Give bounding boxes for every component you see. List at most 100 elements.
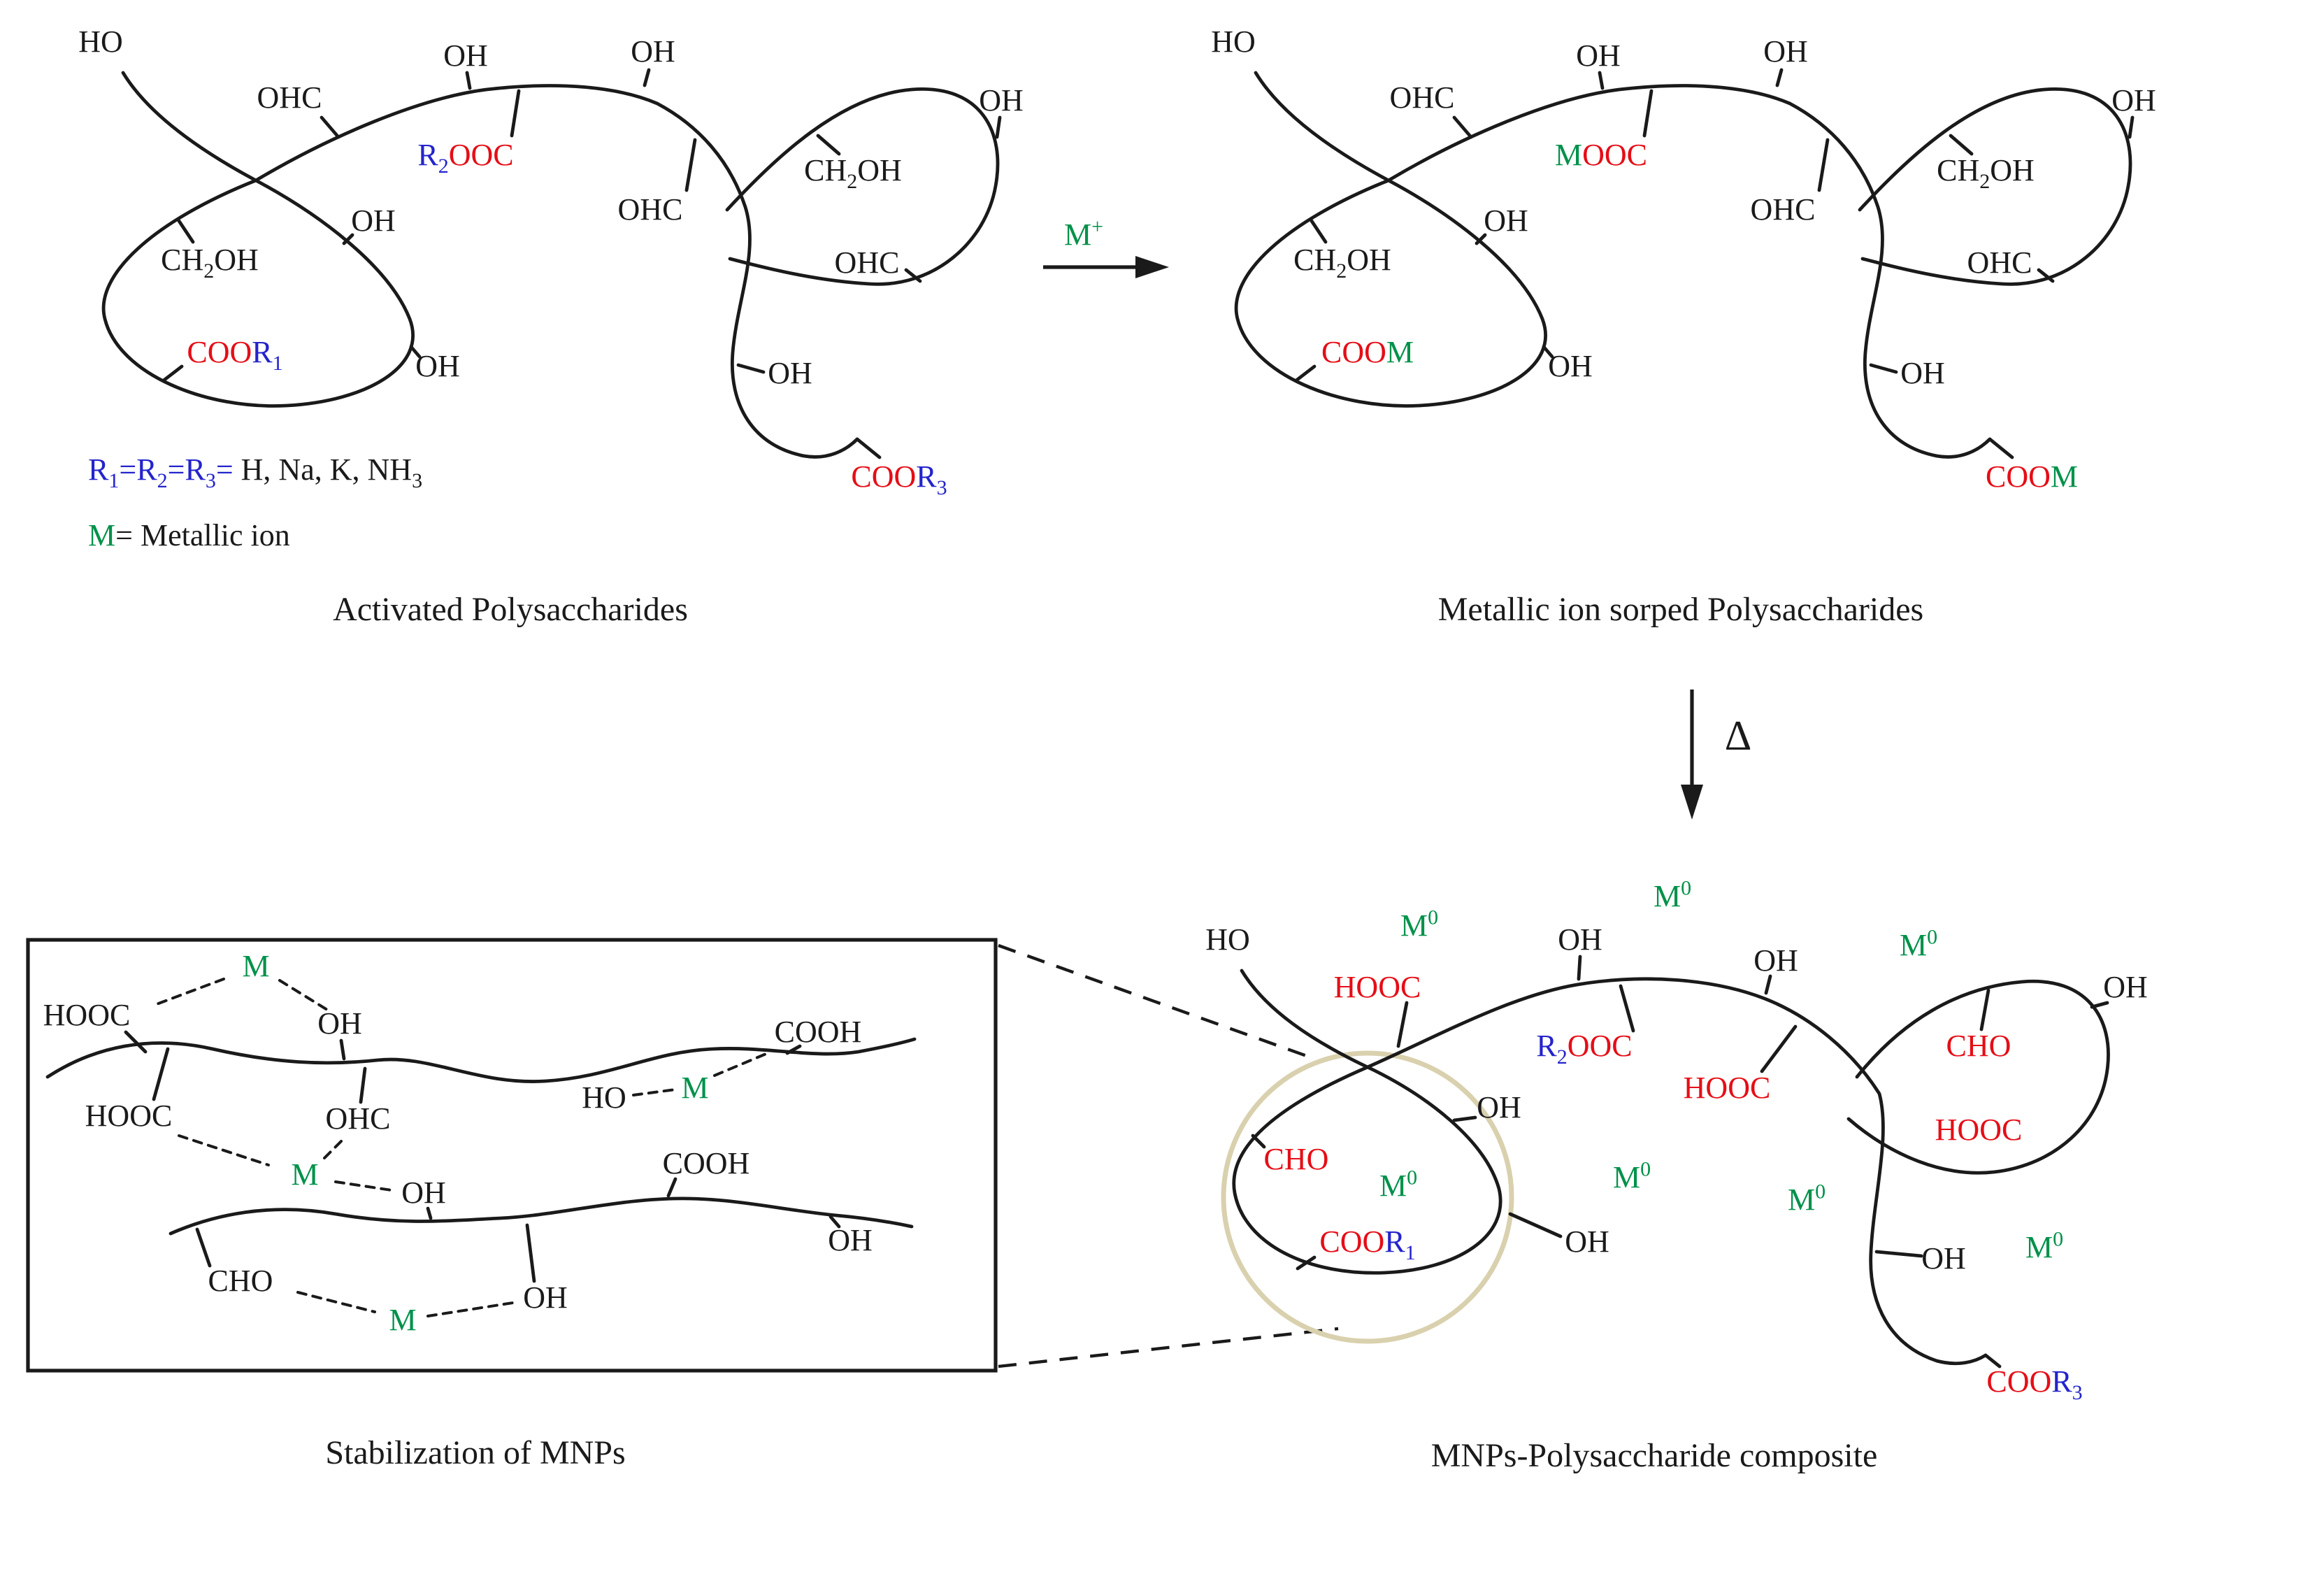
bond-tick — [409, 345, 422, 359]
metal-coordination-bonds — [155, 978, 769, 1317]
chain-a-path — [45, 1037, 917, 1083]
label-mooc: MOOC — [1554, 137, 1648, 172]
label-oh: OH — [523, 1280, 568, 1315]
m-plus-arrow — [1043, 256, 1169, 278]
label-oh: OH — [1558, 922, 1602, 957]
zoom-connector-lines — [998, 943, 1339, 1369]
bond-tick — [1577, 955, 1582, 981]
composite-structure — [1221, 955, 2110, 1369]
label-m0: M0 — [1379, 1167, 1418, 1203]
bond-tick — [855, 437, 882, 459]
bond-tick — [525, 1223, 536, 1283]
label-cho: CHO — [208, 1263, 273, 1298]
bond-tick — [1508, 1212, 1563, 1238]
label-hooc: HOOC — [85, 1098, 173, 1133]
label-hooc: HOOC — [43, 997, 131, 1032]
label-m0: M0 — [1653, 878, 1692, 913]
label-oh: OH — [1921, 1241, 1966, 1276]
label-r1r2r3hnaknh3: R1=R2=R3= H, Na, K, NH3 — [88, 452, 423, 493]
bond-tick — [342, 233, 354, 245]
bond-tick — [1984, 1353, 2002, 1369]
bond-tick — [816, 134, 841, 156]
bond-tick — [152, 1047, 170, 1101]
bond-tick — [1764, 974, 1772, 995]
label-ohc: OHC — [257, 80, 322, 115]
label-r2ooc: R2OOC — [1536, 1028, 1633, 1069]
dashed-bond — [632, 1088, 677, 1096]
label-ohc: OHC — [325, 1101, 391, 1136]
label-ohc: OHC — [1750, 192, 1816, 227]
zoom-connector-top — [998, 943, 1315, 1061]
bond-tick — [785, 1044, 802, 1055]
bond-tick — [339, 1038, 346, 1061]
polysaccharide-chain — [101, 68, 1002, 459]
label-hooc: HOOC — [1333, 969, 1421, 1004]
highlight-circle — [1221, 1050, 1514, 1344]
label-m: M — [291, 1157, 319, 1192]
label-coor1: COOR1 — [187, 334, 283, 376]
bond-tick — [684, 138, 697, 192]
label-oh: OH — [828, 1222, 873, 1257]
label-oh: OH — [351, 203, 396, 238]
label-oh: OH — [401, 1175, 446, 1210]
bond-tick — [320, 115, 340, 139]
label-ohc: OHC — [1389, 80, 1455, 115]
dashed-bond — [713, 1052, 769, 1077]
bond-tick — [736, 363, 766, 374]
label-m: M+ — [1063, 216, 1104, 252]
arrowhead — [1135, 256, 1169, 278]
label-r2ooc: R2OOC — [417, 137, 514, 178]
label-m0: M0 — [1787, 1181, 1826, 1217]
label-oh: OH — [1753, 943, 1798, 978]
bond-tick — [1251, 1134, 1266, 1149]
label-oh: OH — [979, 83, 1024, 117]
bond-tick — [510, 89, 521, 138]
dashed-bond — [178, 1134, 270, 1166]
bond-tick — [1452, 1115, 1477, 1122]
dashed-bond — [323, 1136, 347, 1159]
label-ohc: OHC — [617, 192, 683, 227]
bond-tick — [195, 1227, 212, 1268]
label-ho: HO — [1211, 24, 1256, 59]
label-ohc: OHC — [834, 245, 900, 280]
label-cho: CHO — [1946, 1028, 2011, 1063]
label-ch2oh: CH2OH — [1937, 152, 2035, 194]
label-oh: OH — [1548, 348, 1593, 383]
bond-tick — [1874, 1250, 1923, 1258]
bond-tick — [1979, 988, 1991, 1031]
bond-tick — [995, 115, 1002, 139]
label-oh: OH — [768, 355, 812, 390]
label-coor1: COOR1 — [1319, 1224, 1416, 1265]
label-oh: OH — [317, 1006, 362, 1041]
label-mmetallicion: M= Metallic ion — [88, 517, 290, 552]
bond-tick — [666, 1177, 677, 1198]
bond-tick — [1396, 1001, 1409, 1048]
label-cho: CHO — [1263, 1141, 1329, 1176]
label-hooc: HOOC — [1935, 1112, 2023, 1147]
delta-arrow — [1681, 690, 1703, 820]
label-oh: OH — [1763, 34, 1808, 69]
label-oh: OH — [2103, 969, 2148, 1004]
caption-sorped: Metallic ion sorped Polysaccharides — [1437, 592, 1924, 629]
label-oh: OH — [631, 34, 675, 69]
chain-right-loop-path — [1846, 979, 2110, 1175]
label-cooh: COOH — [662, 1145, 750, 1180]
bond-tick — [359, 1066, 367, 1104]
chain-b-path — [168, 1196, 914, 1236]
label-m0: M0 — [1612, 1159, 1651, 1194]
label-ho: HO — [78, 24, 123, 59]
label-ch2oh: CH2OH — [1293, 242, 1391, 283]
bond-tick — [426, 1206, 433, 1220]
label-ho: HO — [1205, 922, 1250, 957]
bond-tick — [1760, 1024, 1798, 1073]
label-oh: OH — [443, 38, 488, 73]
stabilization-box — [26, 938, 998, 1373]
bond-tick — [1619, 984, 1635, 1033]
label-ch2oh: CH2OH — [804, 152, 902, 194]
label-coor3: COOR3 — [1986, 1364, 2083, 1405]
